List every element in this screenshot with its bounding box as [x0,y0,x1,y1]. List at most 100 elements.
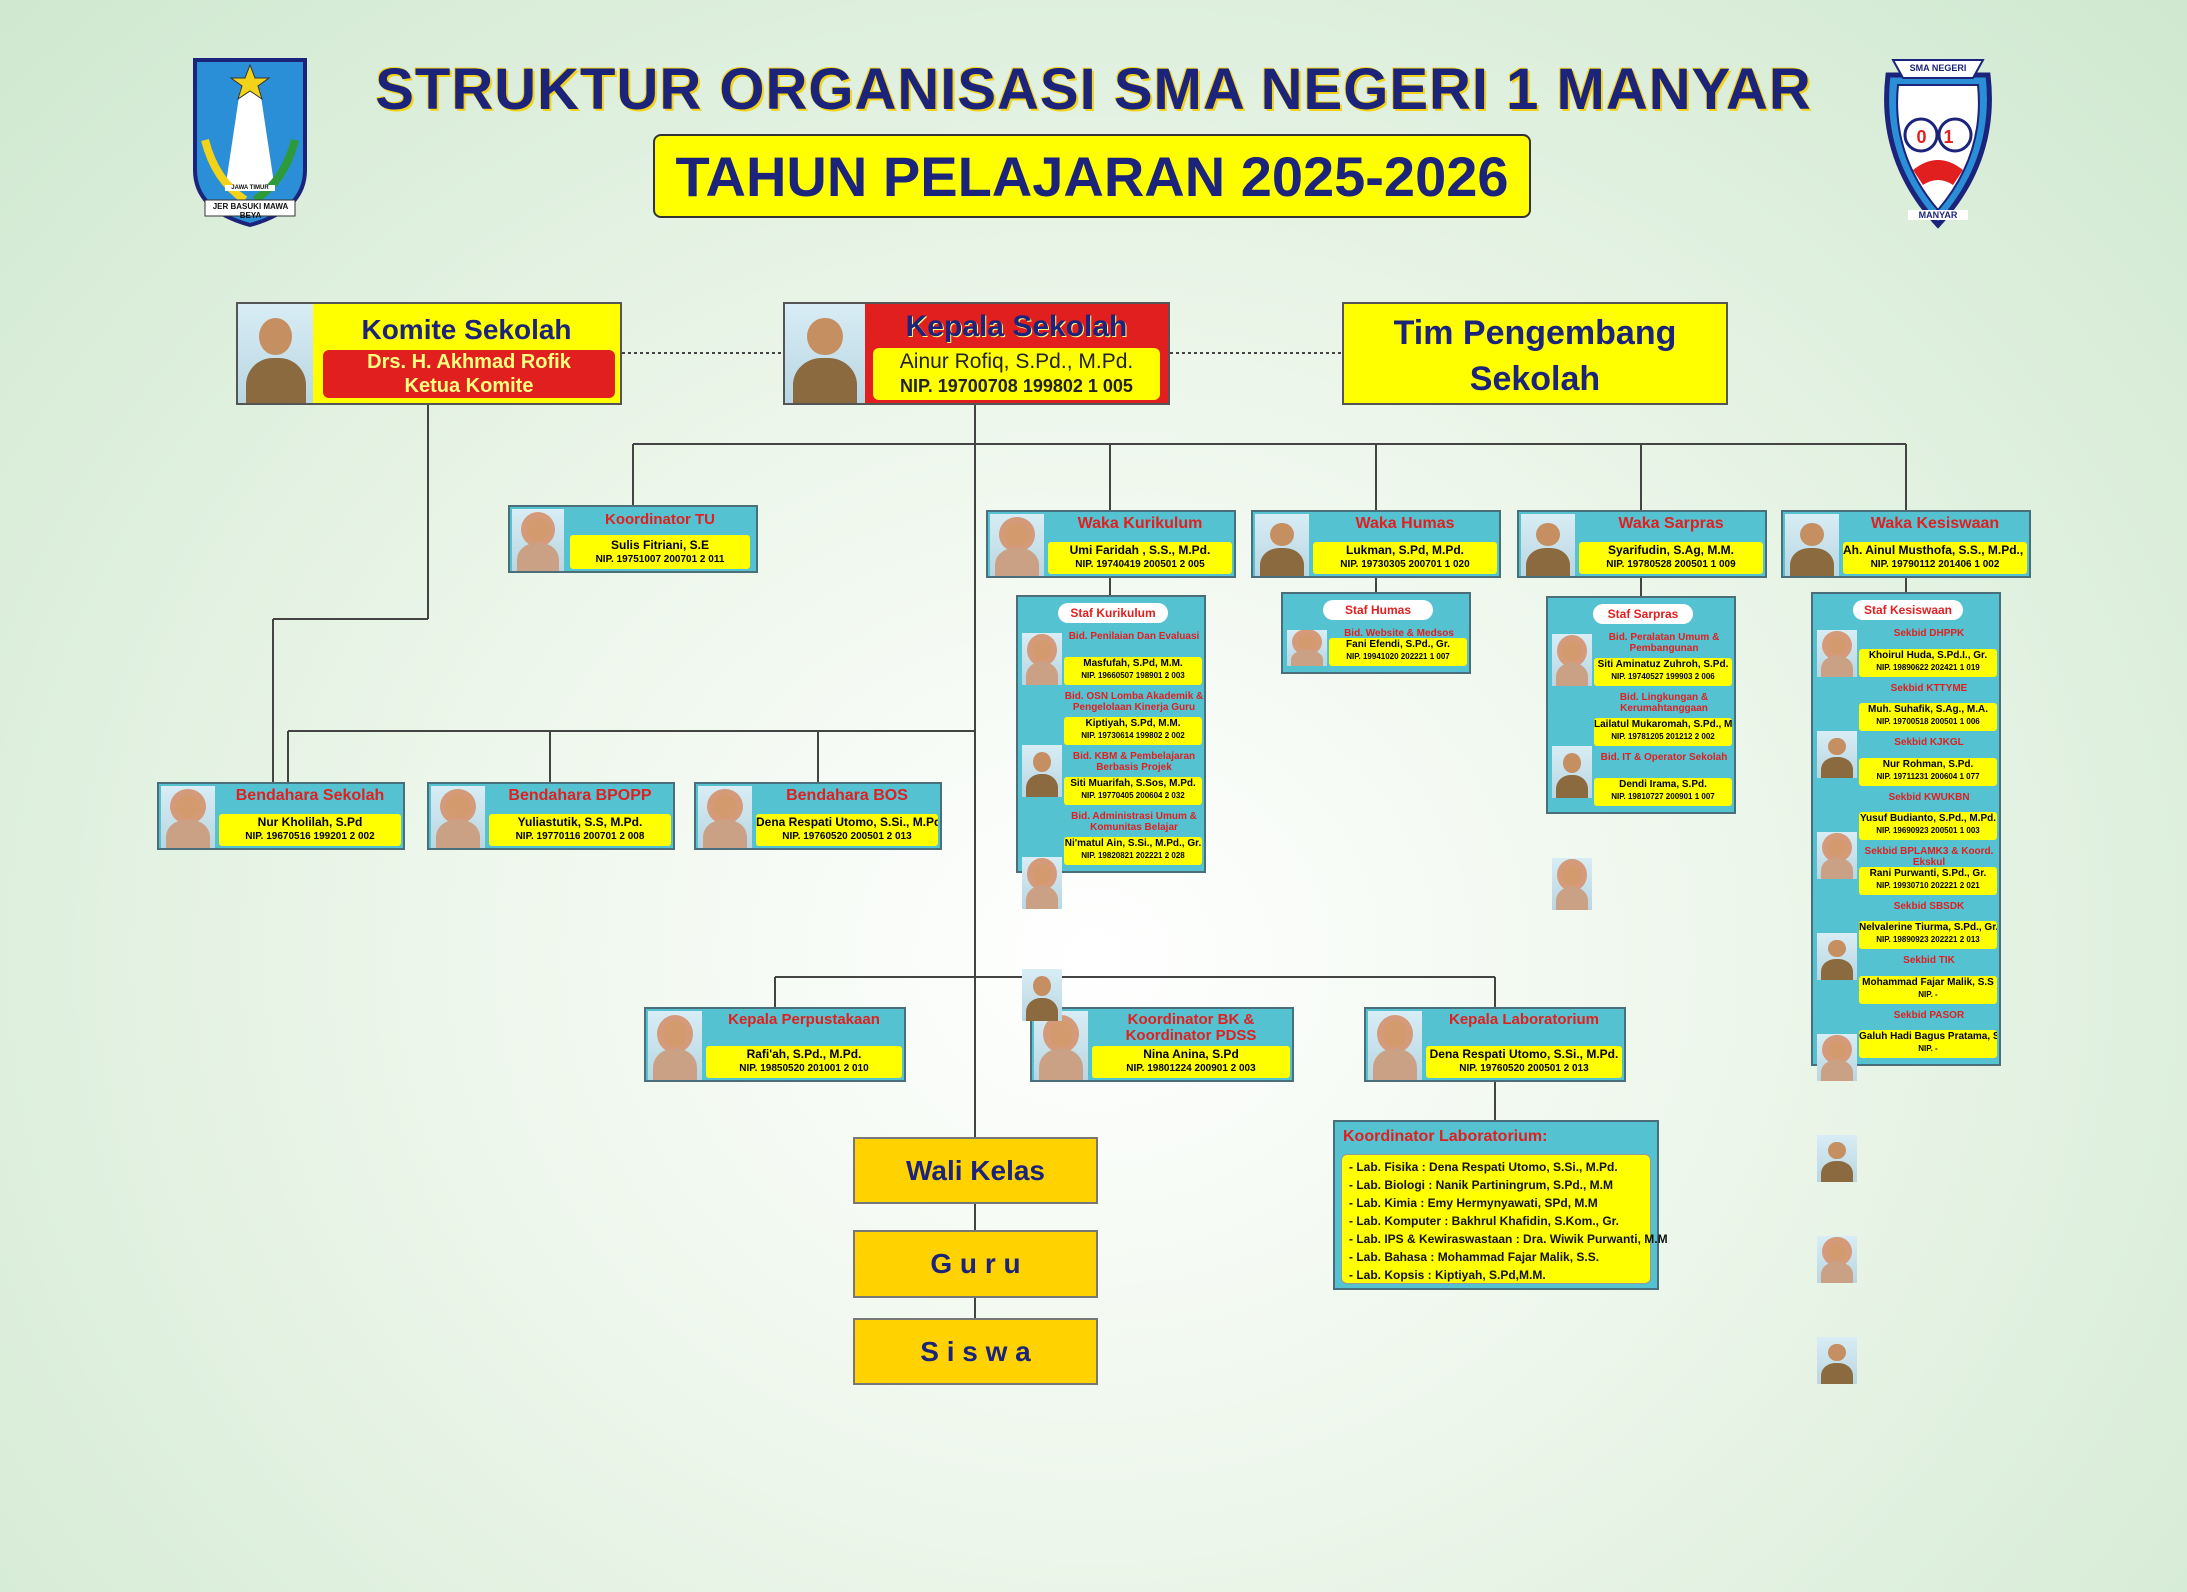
staf-kesiswaan-panel-title: Staf Kesiswaan [1853,600,1963,620]
staf-sarpras-panel-photo [1552,858,1592,910]
bendahara-bpopp-photo [431,786,485,848]
staf-kesiswaan-panel-name: Galuh Hadi Bagus Pratama, S.Psi [1859,1031,1997,1042]
waka-humas-nip: NIP. 19730305 200701 1 020 [1340,559,1470,570]
lab-coordinator-box: Koordinator Laboratorium: - Lab. Fisika … [1333,1120,1668,1290]
bendahara-bpopp-nip: NIP. 19770116 200701 2 008 [515,831,645,842]
staf-kurikulum-panel-name: Siti Muarifah, S.Sos, M.Pd. [1070,778,1196,789]
staf-kurikulum-panel-photo [1022,969,1062,1021]
kepala-laboratorium-title: Kepala Laboratorium [1448,1011,1600,1028]
waka-kurikulum-nip: NIP. 19740419 200501 2 005 [1075,559,1205,570]
bendahara-bos-name: Dena Respati Utomo, S.Si., M.Pd. [756,815,938,829]
staf-kurikulum-panel-bid: Bid. Penilaian Dan Evaluasi [1068,631,1200,642]
waka-kesiswaan-name: Ah. Ainul Musthofa, S.S., M.Pd., Gr. [1843,543,2027,557]
wali-kelas-box: Wali Kelas [853,1137,1098,1204]
staf-kesiswaan-panel-bid: Sekbid KTTYME [1890,682,1968,694]
staf-kesiswaan-panel-photo [1817,1337,1857,1384]
kepala-photo [785,304,865,403]
staf-kurikulum-panel-nip: NIP. 19770405 200604 2 032 [1081,791,1185,800]
komite-name: Drs. H. Akhmad Rofik [367,351,571,373]
staf-humas-panel-name: Fani Efendi, S.Pd., Gr. [1346,639,1450,650]
logo-bottom-text: MANYAR [1908,210,1968,220]
staf-kesiswaan-panel-nip: NIP. - [1918,989,1938,999]
staf-kesiswaan-panel-photo [1817,731,1857,778]
kepala-name: Ainur Rofiq, S.Pd., M.Pd. [899,350,1134,373]
staf-humas-panel-title: Staf Humas [1323,600,1433,620]
tu-nip: NIP. 19751007 200701 2 011 [595,554,725,565]
waka-sarpras-photo [1521,514,1575,576]
komite-title: Komite Sekolah [361,314,572,345]
staf-sarpras-panel-name: Lailatul Mukaromah, S.Pd., M.Pd. [1594,719,1732,730]
staf-sarpras-panel-nip: NIP. 19740527 199903 2 006 [1611,672,1715,681]
waka-sarpras-title: Waka Sarpras [1618,515,1724,532]
waka-kesiswaan-title: Waka Kesiswaan [1870,515,2000,532]
lab-item: - Lab. Bahasa : Mohammad Fajar Malik, S.… [1349,1250,1600,1264]
staf-kesiswaan-panel-bid: Sekbid KJKGL [1894,737,1964,748]
staf-kesiswaan-panel-name: Nelvalerine Tiurma, S.Pd., Gr. [1859,922,1997,933]
staf-kurikulum-panel-nip: NIP. 19730614 199802 2 002 [1081,731,1185,740]
staf-kurikulum-panel-name: Kiptiyah, S.Pd, M.M. [1085,718,1181,729]
bendahara-sekolah-nip: NIP. 19670516 199201 2 002 [245,831,375,842]
kepala-perpustakaan-title: Kepala Perpustakaan [728,1011,880,1028]
staf-kurikulum-panel-name: Ni'matul Ain, S.Si., M.Pd., Gr. [1064,838,1202,849]
staf-kurikulum-panel-photo [1022,633,1062,685]
kepala-nip: NIP. 19700708 199802 1 005 [900,376,1133,396]
lab-item: - Lab. Kimia : Emy Hermynyawati, SPd, M.… [1349,1196,1598,1210]
staf-sarpras-panel-nip: NIP. 19781205 201212 2 002 [1611,732,1715,741]
bendahara-sekolah-name: Nur Kholilah, S.Pd [257,815,363,829]
staf-sarpras-panel-title: Staf Sarpras [1593,604,1693,624]
staf-kurikulum-panel-bid: Bid. KBM & Pembelajaran Berbasis Projek [1072,751,1196,773]
staf-kesiswaan-panel-nip: NIP. - [1918,1044,1938,1053]
staf-kurikulum-panel-photo [1022,745,1062,797]
staf-sarpras-panel-bid: Bid. Lingkungan & Kerumahtanggaan [1619,692,1709,714]
staf-sarpras-panel-bid: Bid. IT & Operator Sekolah [1600,752,1728,763]
komite-photo [238,304,313,403]
staf-kesiswaan-panel-photo [1817,630,1857,677]
bendahara-sekolah-title: Bendahara Sekolah [235,787,385,804]
bendahara-bpopp-name: Yuliastutik, S.S, M.Pd. [517,815,643,829]
staf-kesiswaan-panel-bid: Sekbid KWUKBN [1888,791,1970,803]
koordinator-tu-box: Koordinator TU Sulis Fitriani, S.E NIP. … [508,505,758,573]
staf-kesiswaan-panel-nip: NIP. 19890923 202221 2 013 [1876,935,1980,944]
tu-photo [512,509,564,571]
staf-kesiswaan-panel-bid: Sekbid BPLAMK3 & Koord. Ekskul [1864,846,1994,867]
guru-box: G u r u [853,1230,1098,1298]
staf-kesiswaan-panel-name: Nur Rohman, S.Pd. [1882,758,1974,770]
lab-item: - Lab. Fisika : Dena Respati Utomo, S.Si… [1349,1160,1618,1174]
staf-humas-panel-photo [1287,630,1327,666]
page-title: STRUKTUR ORGANISASI SMA NEGERI 1 MANYAR [375,57,1812,122]
staf-kesiswaan-panel-name: Muh. Suhafik, S.Ag., M.A. [1868,704,1988,715]
lab-title: Koordinator Laboratorium: [1343,1128,1548,1145]
koordinator-bk-nip: NIP. 19801224 200901 2 003 [1126,1063,1256,1074]
staf-kesiswaan-panel-photo [1817,1135,1857,1182]
staf-kesiswaan-panel-name: Khoirul Huda, S.Pd.I., Gr. [1868,649,1988,661]
staf-kurikulum-panel-name: Masfufah, S.Pd, M.M. [1083,658,1183,669]
waka-sarpras-nip: NIP. 19780528 200501 1 009 [1606,559,1736,570]
school-logo: SMA NEGERI 0 1 MANYAR [1873,50,2003,230]
east-java-logo: JER BASUKI MAWA BEYA JAWA TIMUR [185,50,315,230]
staf-sarpras-panel-photo [1552,634,1592,686]
staf-kesiswaan-panel-name: Rani Purwanti, S.Pd., Gr. [1869,867,1987,879]
staf-sarpras-panel-nip: NIP. 19810727 200901 1 007 [1611,792,1715,801]
siswa-box: S i s w a [853,1318,1098,1385]
staf-kesiswaan-panel-nip: NIP. 19700518 200501 1 006 [1876,717,1980,726]
waka-kurikulum-name: Umi Faridah , S.S., M.Pd. [1069,543,1211,557]
lab-item: - Lab. Komputer : Bakhrul Khafidin, S.Ko… [1349,1214,1620,1228]
koordinator-bk-name: Nina Anina, S.Pd [1143,1047,1239,1061]
tu-title: Koordinator TU [605,511,715,528]
lab-item: - Lab. Biologi : Nanik Partiningrum, S.P… [1349,1178,1614,1192]
staf-humas-panel-bid: Bid. Website & Medsos [1344,628,1454,638]
staf-kurikulum-panel-nip: NIP. 19660507 198901 2 003 [1081,671,1185,680]
lab-item: - Lab. IPS & Kewiraswastaan : Dra. Wiwik… [1349,1232,1668,1246]
